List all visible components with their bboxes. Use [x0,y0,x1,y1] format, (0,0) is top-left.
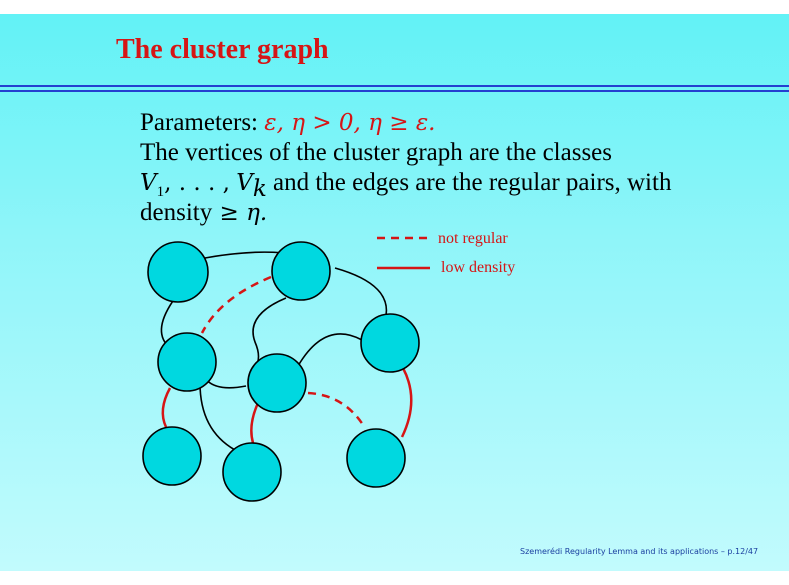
cluster-node [346,428,406,488]
parameters-line: Parameters: ε, η > 0, η ≥ ε. [140,108,760,138]
cluster-node [157,332,217,392]
slide-title: The cluster graph [116,34,329,65]
edge-e-g-low [250,402,260,444]
cluster-node [360,313,420,373]
cluster-node [142,426,202,486]
density-math: ≥ η. [212,200,268,226]
title-rule-top [0,85,789,87]
title-rule-bottom [0,90,789,92]
vertices-line: The vertices of the cluster graph are th… [140,139,613,166]
edge-b-d [334,267,388,321]
cluster-node [271,241,331,301]
v1-subscript: 1 [156,184,165,200]
slide-body: Parameters: ε, η > 0, η ≥ ε. The vertice… [140,108,760,228]
edges-line: V1, . . . , Vk and the edges are the reg… [140,168,760,201]
vk-subscript: k [252,176,267,202]
density-line: density ≥ η. [140,198,760,228]
density-text: density [140,199,213,226]
vk-symbol: V [236,170,253,196]
v1-symbol: V [140,170,157,196]
edge-a-c-dashed [200,275,272,334]
cluster-node [247,353,307,413]
slide-footer: Szemerédi Regularity Lemma and its appli… [520,547,759,556]
edge-e-d [297,333,363,367]
cluster-nodes [142,241,420,502]
edge-d-h-low [400,367,413,438]
edge-c-g-arc [199,382,236,451]
parameters-label: Parameters: [140,109,259,136]
cluster-node [222,442,282,502]
not-regular-edges [200,275,367,429]
legend-not-regular-label: not regular [438,230,508,247]
edge-e-h-dashed [307,391,367,429]
cluster-node [147,241,209,303]
edge-c-f-low [161,387,172,428]
low-density-edges [161,367,413,444]
ellipsis: , . . . , [164,170,230,196]
legend-low-density-label: low density [441,259,516,276]
edge-c-e-lower [204,377,247,389]
parameters-math: ε, η > 0, η ≥ ε. [264,110,436,136]
edges-text: and the edges are the regular pairs, wit… [266,169,672,196]
